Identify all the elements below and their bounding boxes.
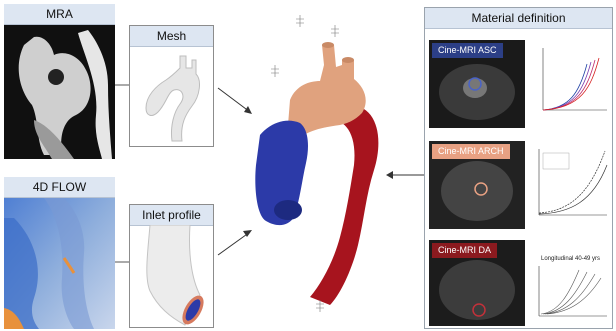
material-panel: Material definition Cine-MRI ASC — [424, 7, 613, 329]
chart-da — [529, 264, 609, 324]
chart-asc — [529, 44, 609, 124]
material-row-da: Cine-MRI DA Longitudinal 40-49 yrs — [429, 240, 610, 328]
cine-image-arch: Cine-MRI ARCH — [429, 141, 525, 229]
label-asc: Cine-MRI ASC — [432, 43, 503, 58]
aorta-model — [230, 5, 410, 325]
chart-da-title: Longitudinal 40-49 yrs — [541, 256, 600, 262]
label-arch: Cine-MRI ARCH — [432, 144, 510, 159]
material-row-arch: Cine-MRI ARCH — [429, 141, 610, 231]
label-da: Cine-MRI DA — [432, 243, 497, 258]
chart-arch — [529, 145, 609, 225]
material-title: Material definition — [425, 8, 612, 29]
material-row-asc: Cine-MRI ASC — [429, 40, 610, 130]
cine-image-asc: Cine-MRI ASC — [429, 40, 525, 128]
cine-image-da: Cine-MRI DA — [429, 240, 525, 326]
